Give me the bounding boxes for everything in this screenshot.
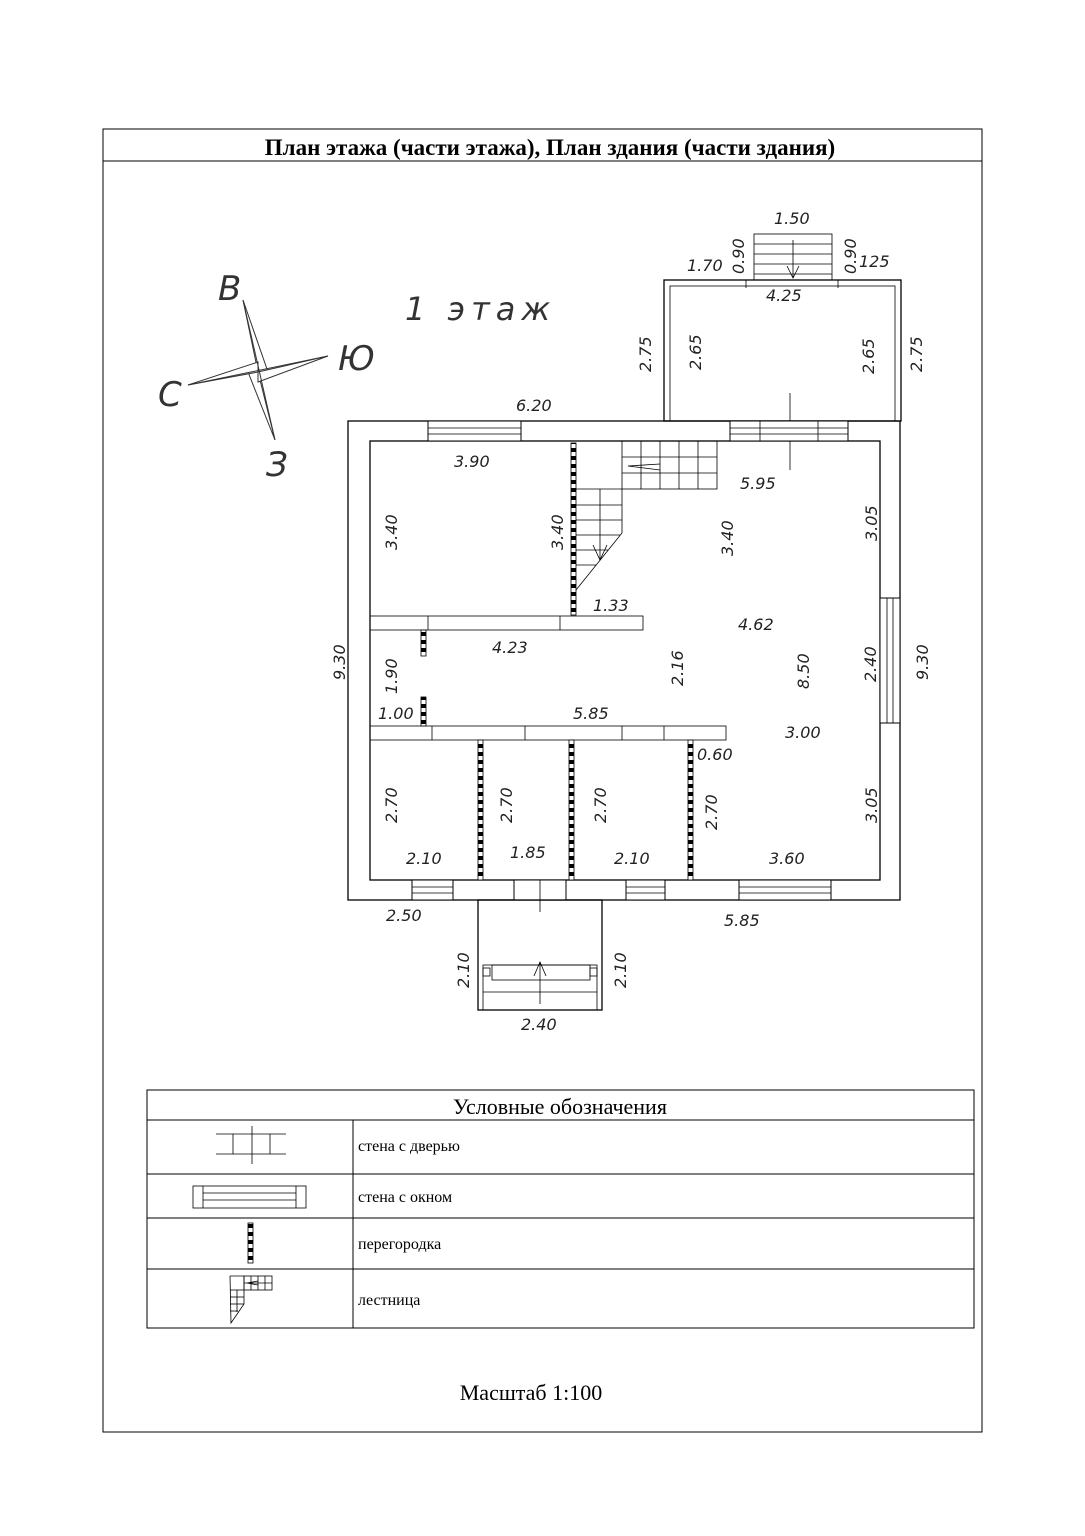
dim-label: 4.62 (738, 615, 774, 634)
legend-title: Условные обозначения (453, 1094, 667, 1119)
legend-stair-symbol (229, 1275, 273, 1325)
dim-label: 2.10 (454, 952, 473, 988)
exterior-walls (347, 420, 901, 901)
partition (568, 739, 575, 881)
legend-label-door: стена с дверью (358, 1138, 460, 1155)
partition (687, 739, 694, 881)
dim-label: 2.10 (611, 952, 630, 988)
scale-label: Масштаб 1:100 (460, 1380, 602, 1405)
compass-arrow-west (187, 361, 259, 386)
dim-label: 3.40 (718, 520, 737, 556)
dim-label: 5.85 (573, 704, 609, 723)
dim-label: 1.85 (510, 843, 546, 862)
dim-label: 9.30 (913, 644, 932, 680)
partition (420, 629, 427, 657)
dim-label: 1.90 (382, 658, 401, 694)
dim-label: 3.40 (382, 514, 401, 550)
dim-label: 6.20 (516, 396, 552, 415)
dim-label: 2.40 (861, 646, 880, 682)
window-right (879, 597, 901, 724)
dim-label: 2.16 (668, 650, 687, 686)
page-title: План этажа (части этажа), План здания (ч… (265, 135, 835, 160)
dim-label: 1.00 (378, 704, 414, 723)
dim-label: 2.10 (406, 849, 442, 868)
dim-label: 1.33 (593, 596, 629, 615)
dim-label: 0.90 (729, 238, 748, 274)
dim-label: 0.60 (697, 745, 733, 764)
dim-label: 2.70 (591, 787, 610, 823)
partition (477, 739, 484, 881)
dim-label: 2.70 (702, 794, 721, 830)
top-porch-stairs (745, 233, 839, 288)
partition (420, 696, 427, 727)
compass-arrow-east (257, 355, 329, 383)
legend-window-symbol (192, 1185, 307, 1209)
window-bottom-1 (411, 879, 454, 901)
dim-label: 2.65 (686, 334, 705, 370)
legend-label-window: стена с окном (358, 1189, 452, 1206)
window-top-left (427, 420, 522, 442)
dim-label: 2.70 (497, 787, 516, 823)
compass-west-label: С (158, 375, 182, 415)
bottom-porch (477, 899, 603, 1011)
window-bottom-3 (738, 879, 832, 901)
dim-label: 3.05 (862, 787, 881, 823)
dim-label: 3.05 (862, 505, 881, 541)
dim-label: 3.90 (454, 452, 490, 471)
dim-label: 8.50 (794, 653, 813, 689)
dim-label: 4.23 (492, 638, 528, 657)
dim-label: 0.90 (841, 238, 860, 274)
dim-label: 5.85 (724, 911, 760, 930)
compass-rose (187, 299, 329, 441)
partitions (420, 442, 694, 881)
legend-label-partition: перегородка (358, 1236, 441, 1253)
dim-label: 2.65 (859, 338, 878, 374)
floor-label: 1 этаж (405, 290, 556, 328)
dim-label: 4.25 (766, 286, 802, 305)
dim-label: 1.70 (687, 256, 723, 275)
dim-label: 2.50 (386, 906, 422, 925)
compass-north-label: В (218, 269, 241, 309)
dim-label: 1.50 (774, 209, 810, 228)
dim-label: 2.10 (614, 849, 650, 868)
dim-label: 2.75 (636, 336, 655, 372)
dim-label: 2.40 (521, 1015, 557, 1034)
dim-label: 125 (859, 252, 890, 271)
door-top-terrace (729, 420, 849, 442)
dimension-labels: 1.50 0.90 0.90 1.70 125 4.25 2.75 2.65 2… (330, 209, 932, 1034)
dim-label: 3.60 (769, 849, 805, 868)
compass-east-label: Ю (338, 339, 375, 379)
partition (570, 442, 577, 616)
legend-door-symbol (216, 1126, 286, 1164)
dim-label: 2.75 (907, 336, 926, 372)
dim-label: 3.40 (548, 514, 567, 550)
window-bottom-2 (625, 879, 666, 901)
dim-label: 5.95 (740, 474, 776, 493)
compass-arrow-north (242, 299, 269, 373)
dim-label: 2.70 (382, 787, 401, 823)
interior-staircase (575, 440, 718, 591)
interior-walls (369, 615, 727, 741)
dim-label: 3.00 (785, 723, 821, 742)
compass-south-label: З (266, 445, 288, 485)
legend-table (146, 1089, 975, 1329)
door-bottom-entrance (513, 879, 567, 912)
legend-label-stair: лестница (358, 1292, 420, 1309)
legend-partition-symbol (247, 1222, 254, 1264)
page-border (102, 128, 983, 1433)
dim-label: 9.30 (330, 644, 349, 680)
